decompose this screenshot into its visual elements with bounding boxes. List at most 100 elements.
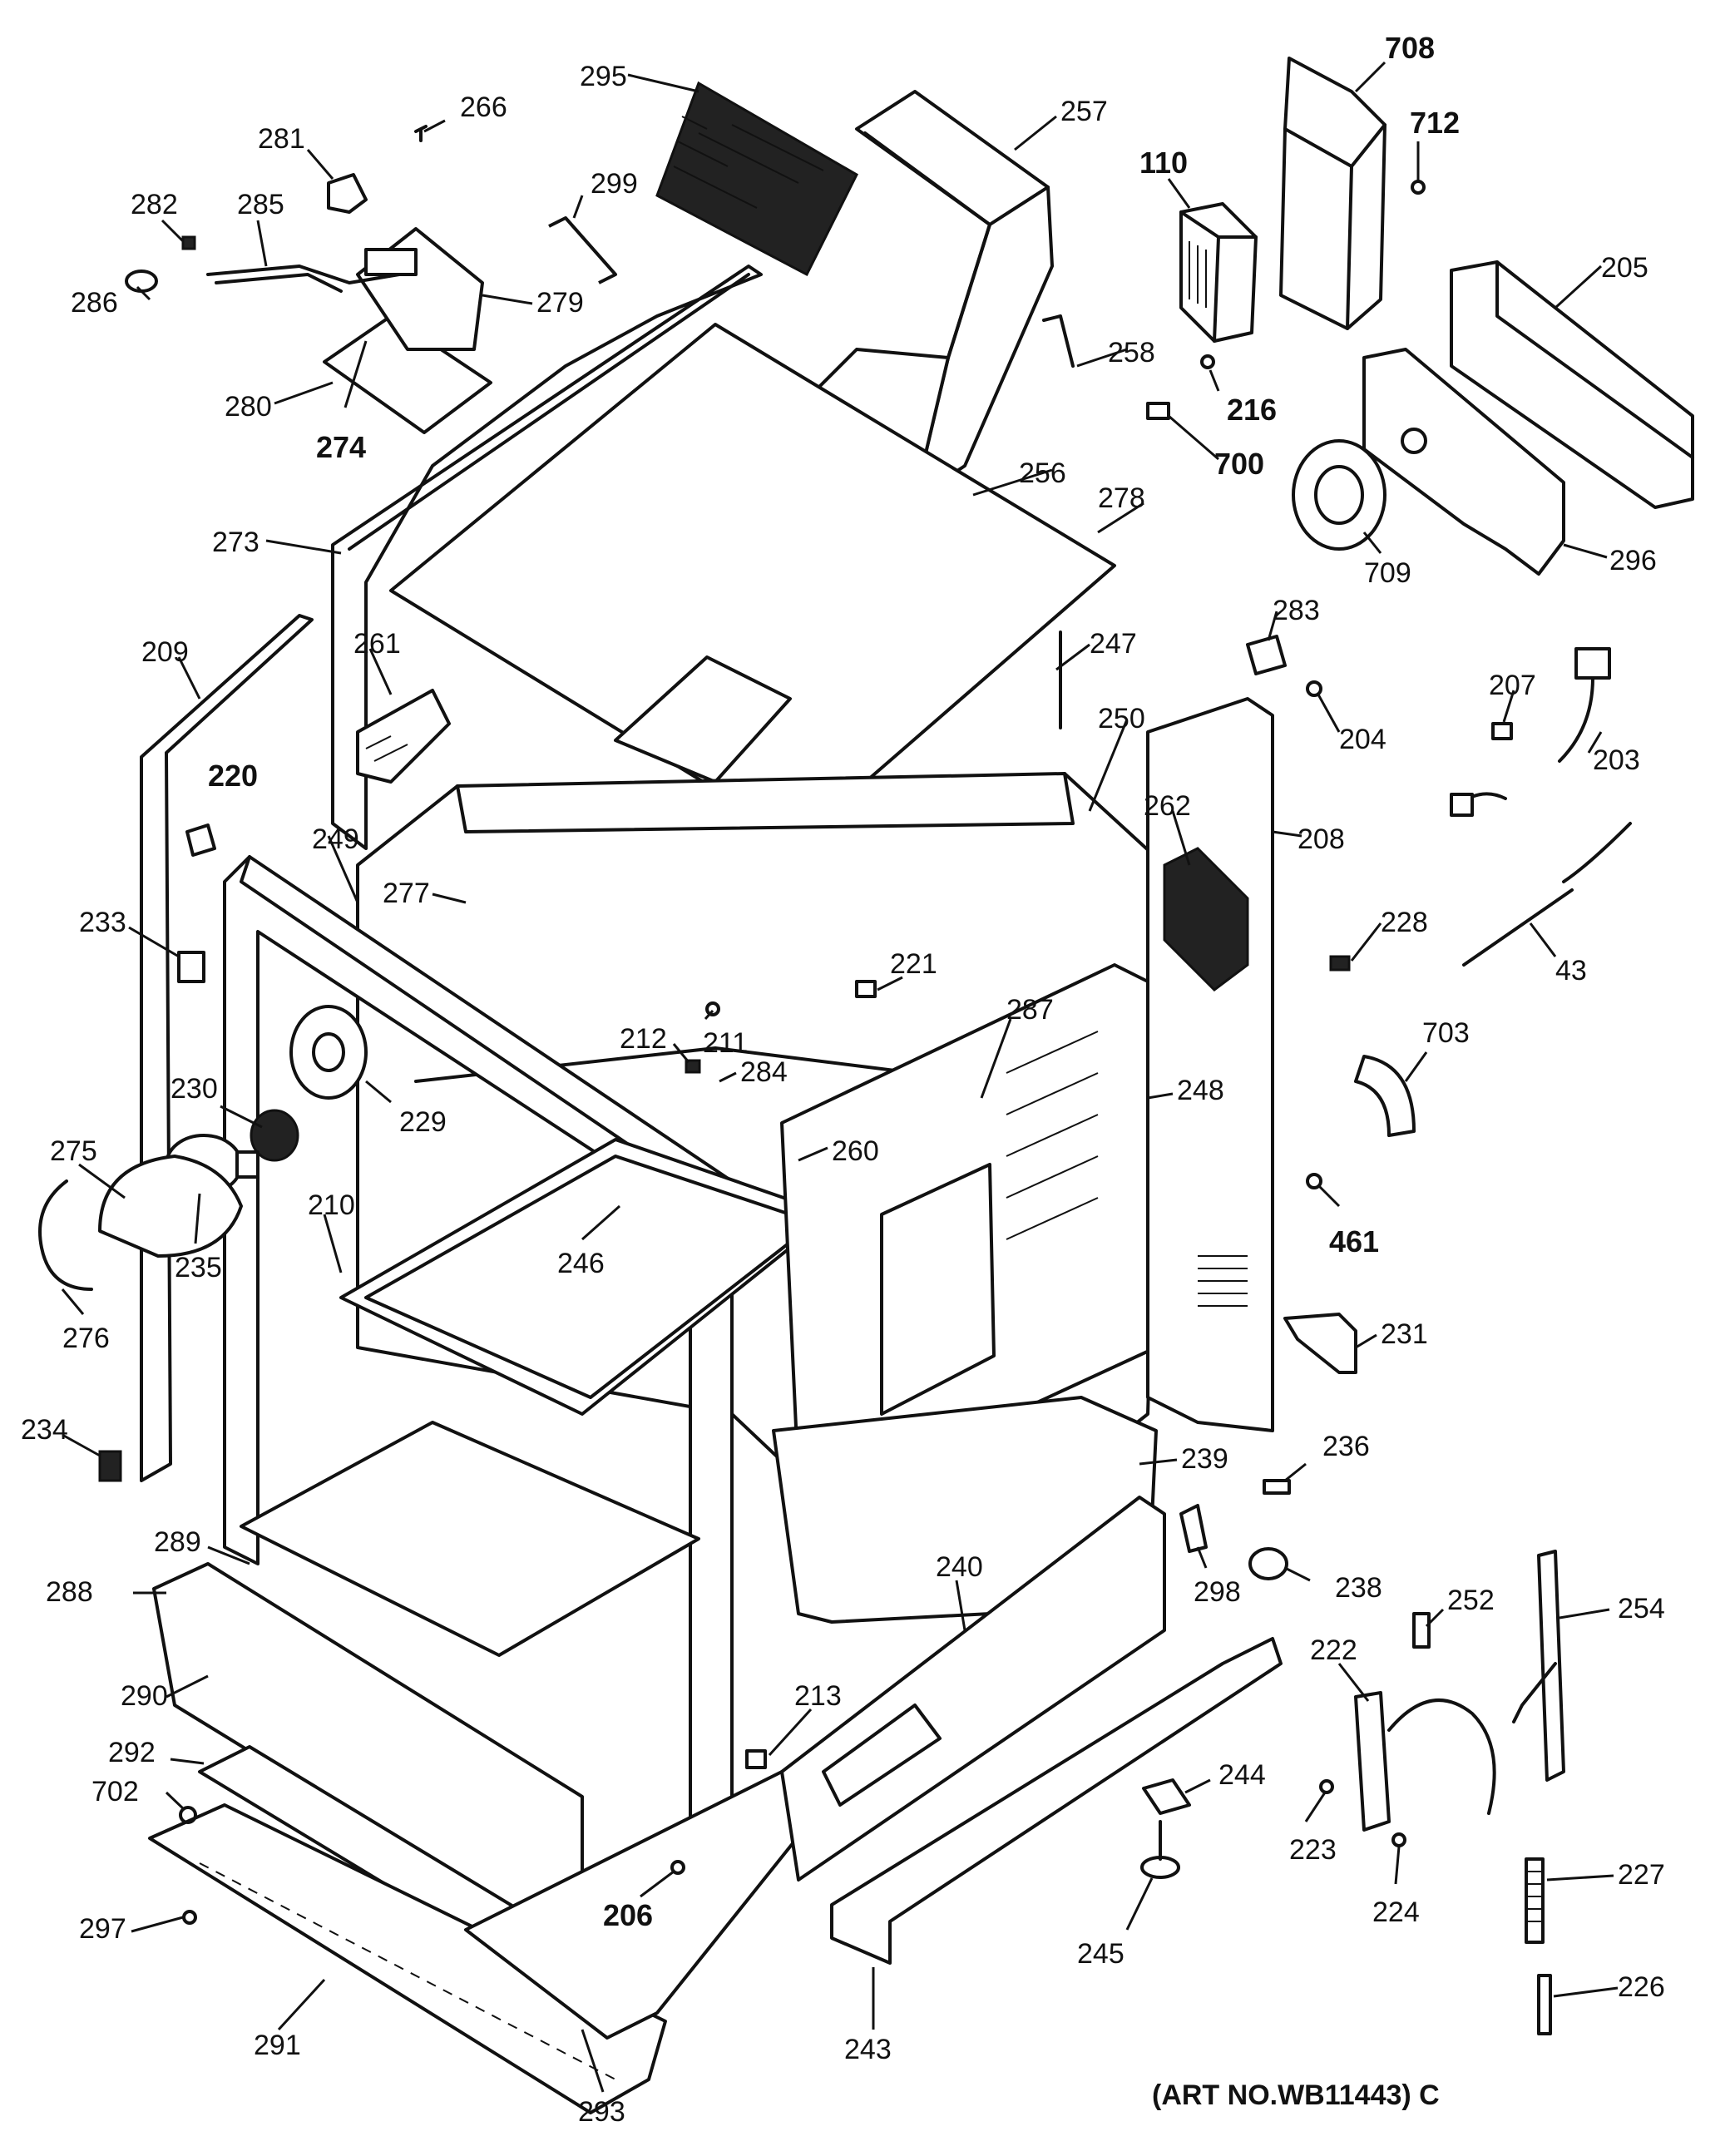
part-221-clip [855,980,877,998]
callout-712: 712 [1410,106,1460,140]
callout-212: 212 [620,1023,667,1055]
part-258-strap [1042,314,1075,368]
part-223-screw [1319,1779,1334,1794]
callout-252: 252 [1447,1585,1495,1616]
callout-233: 233 [79,907,126,938]
callout-211: 211 [703,1027,748,1059]
callout-222: 222 [1310,1634,1357,1666]
callout-296: 296 [1609,545,1657,576]
callout-207: 207 [1489,670,1536,701]
art-number: (ART NO.WB11443) C [1152,2079,1440,2111]
callout-213: 213 [794,1680,842,1712]
part-702-nut [179,1806,197,1824]
callout-246: 246 [557,1248,605,1279]
part-262-insulation [1163,847,1249,991]
callout-285: 285 [237,189,284,220]
part-278-cooktop-plate [389,323,1116,842]
part-299-strap [548,216,617,284]
part-254-hinge [1512,1550,1565,1782]
callout-249: 249 [312,823,359,855]
part-252-clip [1412,1612,1431,1649]
part-110-module [1179,202,1258,343]
part-213-clip [745,1749,767,1769]
part-43-sensor [1450,792,1632,967]
part-220-plug [185,823,216,857]
callout-275: 275 [50,1135,97,1167]
part-296-bracket [1362,348,1565,576]
part-207-clip [1491,722,1513,740]
part-244-bracket [1142,1778,1191,1815]
part-275-globe [98,1155,243,1258]
callout-700: 700 [1214,447,1264,481]
callout-262: 262 [1144,790,1191,822]
callout-227: 227 [1618,1859,1665,1891]
callout-266: 266 [460,91,507,123]
callout-281: 281 [258,123,305,155]
part-238-clamp [1248,1547,1288,1580]
callout-273: 273 [212,527,260,558]
callout-299: 299 [591,168,638,200]
callout-209: 209 [141,636,189,668]
callout-216: 216 [1227,393,1277,427]
callout-239: 239 [1181,1443,1228,1475]
callout-274: 274 [316,430,366,464]
callout-245: 245 [1077,1938,1124,1970]
callout-248: 248 [1177,1075,1224,1106]
part-289-drawer-liner [240,1421,700,1657]
part-249-front-frame [223,855,734,1848]
callout-204: 204 [1339,724,1386,755]
part-229-ring [289,1005,368,1100]
callout-282: 282 [131,189,178,220]
part-283-clip [1246,635,1287,675]
callout-284: 284 [740,1056,788,1088]
callout-257: 257 [1060,96,1108,127]
part-233-stud [177,951,205,983]
part-286-clip [125,270,158,293]
part-206-screw [670,1860,685,1875]
callout-250: 250 [1098,703,1145,734]
callout-260: 260 [832,1135,879,1167]
callout-231: 231 [1381,1318,1428,1350]
part-291-bottom [148,1803,667,2114]
part-240-rail [780,1496,1166,1882]
callout-703: 703 [1422,1017,1470,1049]
part-212-clip [685,1059,701,1074]
callout-290: 290 [121,1680,168,1712]
part-273-top-panel [331,265,763,850]
leader-lines [61,61,1619,2093]
part-226-link [1537,1974,1552,2035]
part-227-spring [1525,1857,1545,1944]
part-276-wire [38,1179,93,1291]
callout-240: 240 [936,1551,983,1583]
callout-278: 278 [1098,482,1145,514]
part-297-screw [182,1910,197,1925]
callout-236: 236 [1322,1431,1370,1462]
part-211-screw [705,1001,720,1016]
part-205-rear-panel [1450,260,1694,509]
callout-709: 709 [1364,557,1411,589]
callout-210: 210 [308,1189,355,1221]
part-709-ring [1292,439,1386,551]
part-204-screw [1306,680,1322,697]
callout-291: 291 [254,2030,301,2061]
callout-286: 286 [71,287,118,319]
part-295-insulation [655,81,858,277]
callout-283: 283 [1273,595,1320,626]
part-231-bracket [1283,1313,1357,1374]
callout-298: 298 [1194,1576,1241,1608]
part-700-clip [1146,402,1170,420]
callout-295: 295 [580,61,627,92]
callout-297: 297 [79,1913,126,1945]
callout-labels: 295 266 257 708 712 281 299 110 282 285 … [21,31,1665,2128]
callout-258: 258 [1108,337,1155,368]
callout-230: 230 [171,1073,218,1105]
part-282-clip [181,235,196,250]
callout-221: 221 [890,948,937,980]
callout-277: 277 [383,878,430,909]
callout-254: 254 [1618,1593,1665,1624]
part-279-burner-assembly [206,227,492,434]
part-234-foot [98,1450,122,1482]
callout-287: 287 [1006,994,1054,1026]
part-230-socket [250,1109,299,1162]
